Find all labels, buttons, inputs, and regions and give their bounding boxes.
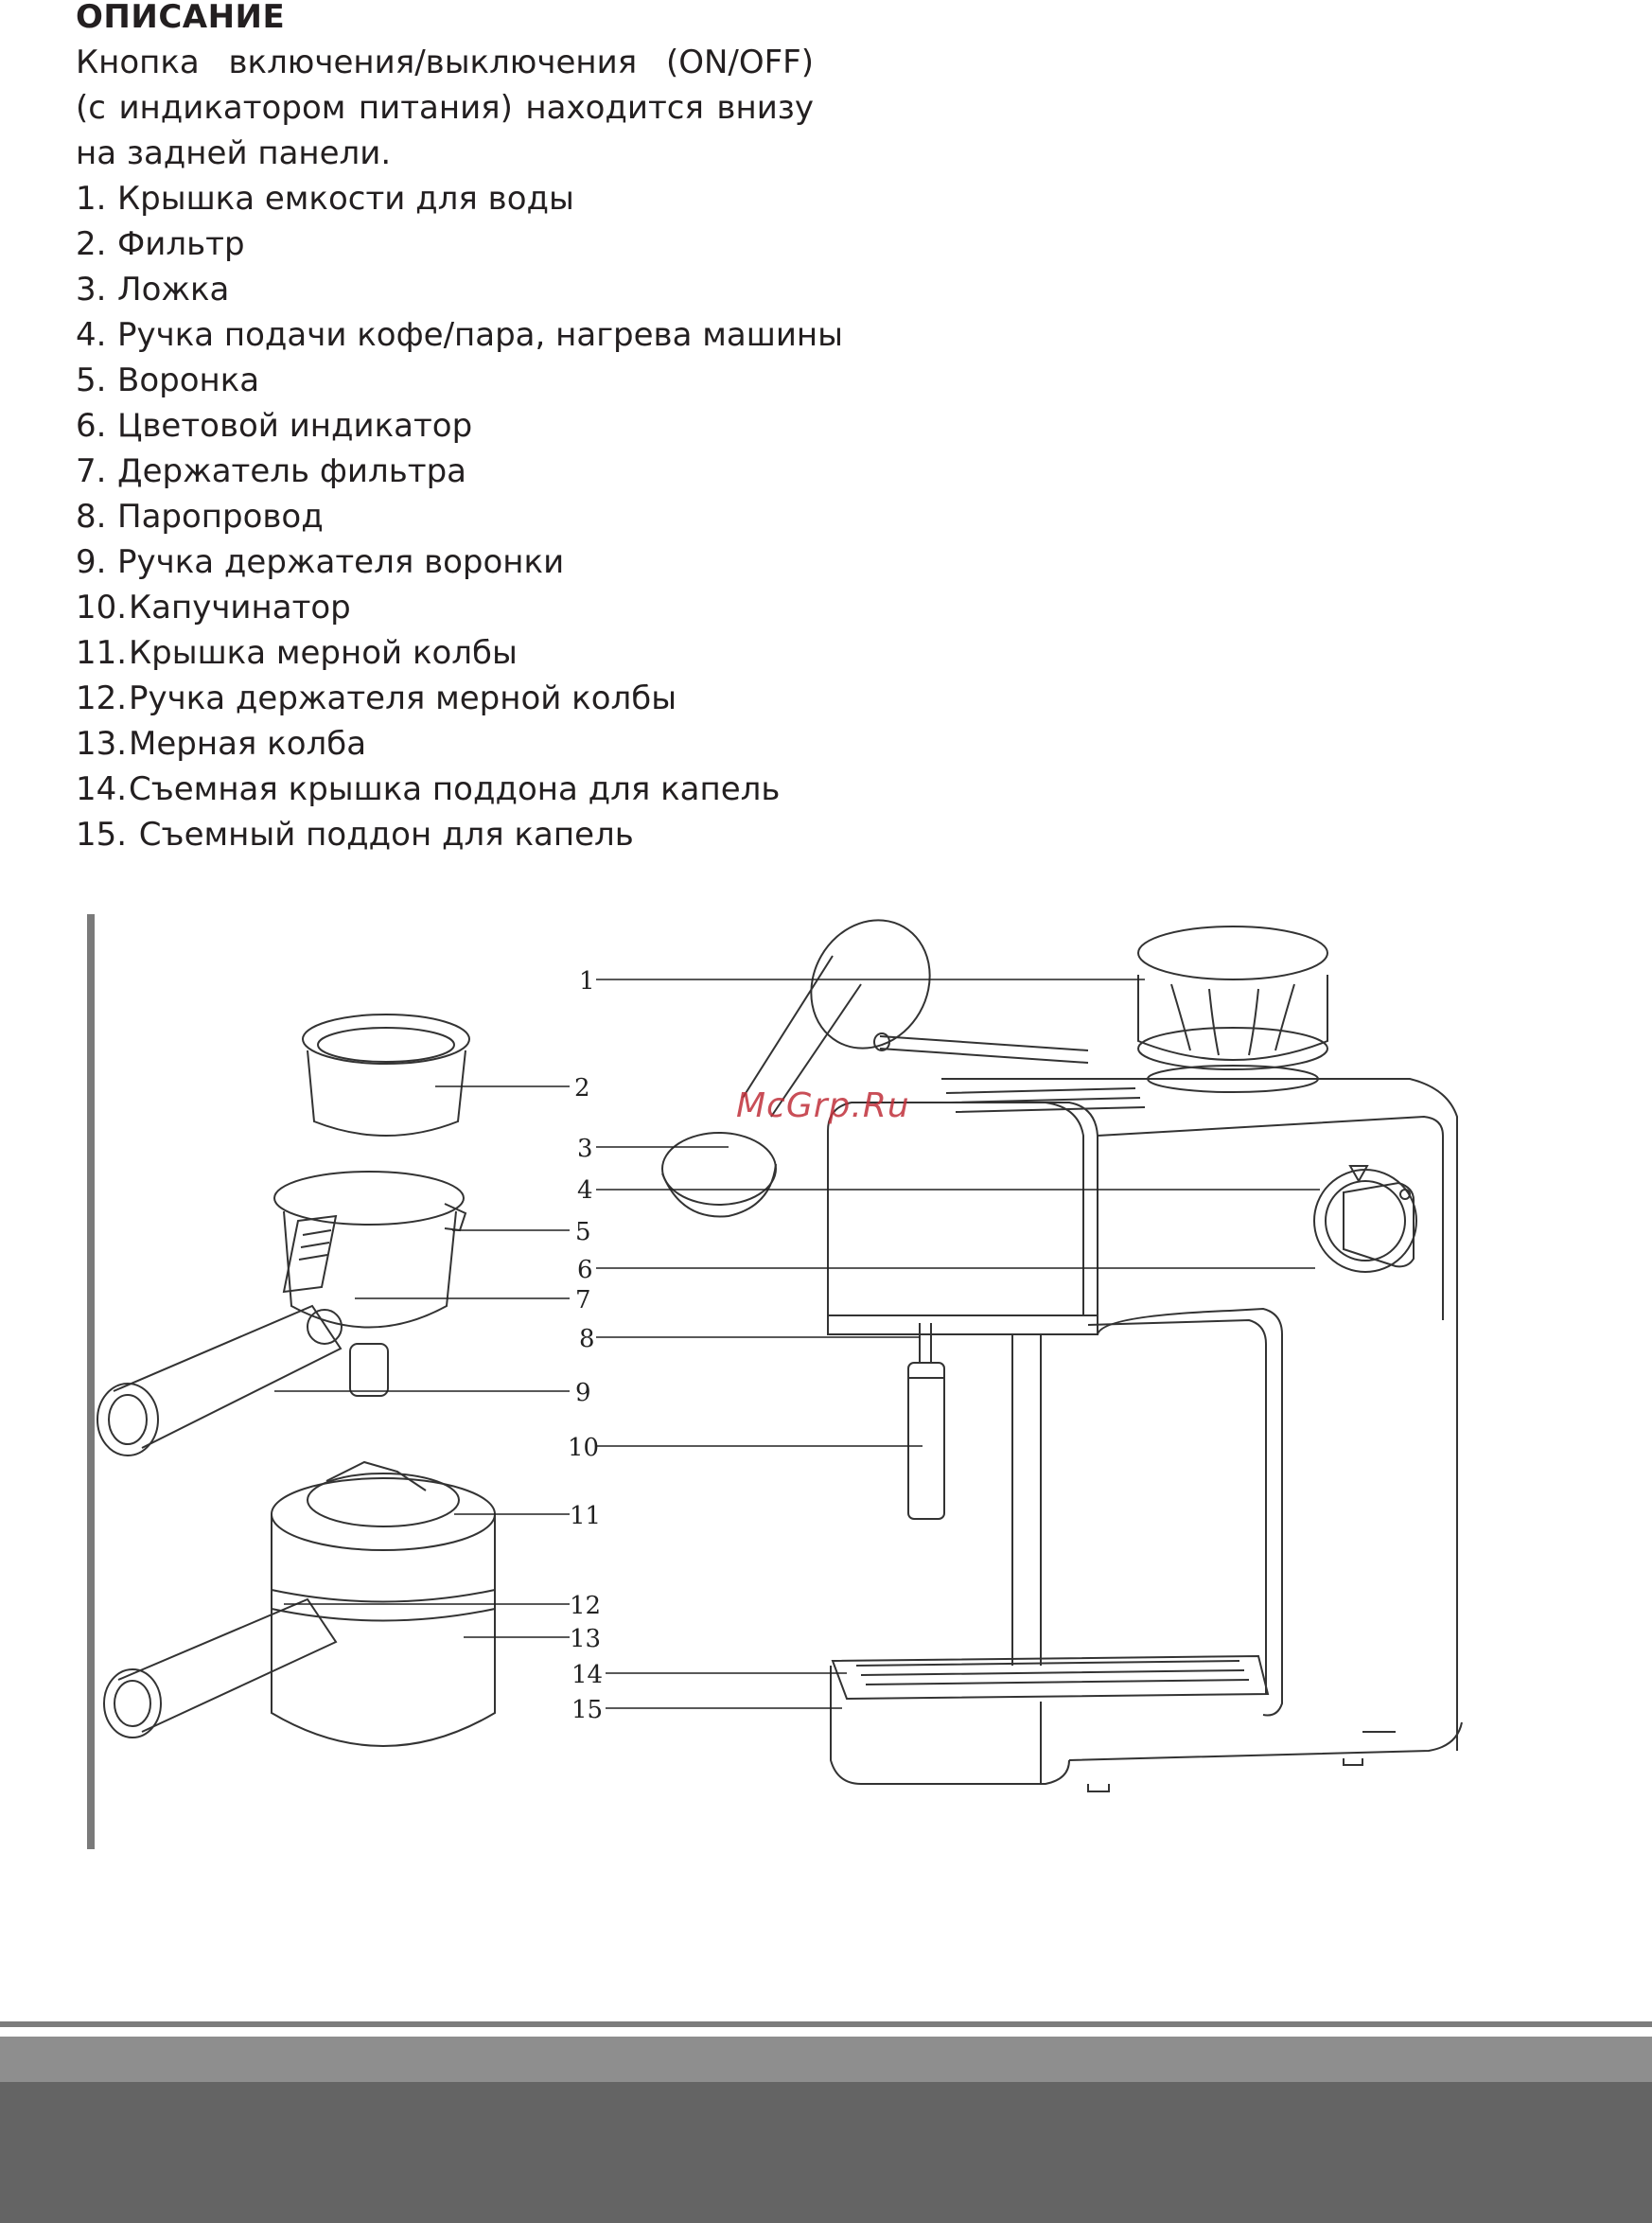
list-item: 1.Крышка емкости для воды [76,180,574,218]
list-item: 10.Капучинатор [76,589,351,626]
list-item: 5.Воронка [76,362,260,399]
callout-12: 12 [570,1592,601,1620]
list-item: 7.Держатель фильтра [76,452,466,490]
callout-14: 14 [571,1661,603,1689]
list-item: 6.Цветовой индикатор [76,407,473,445]
parts-list: 1.Крышка емкости для воды 2.Фильтр 3.Лож… [76,176,844,857]
spoon-illustration [661,919,931,1218]
intro-paragraph: Кнопка включения/выключения (ON/OFF) (с … [76,44,814,172]
footer-rule [0,2021,1652,2027]
callout-numbers: 1 2 3 4 5 6 7 8 9 10 11 12 13 14 15 [568,967,603,1724]
callout-8: 8 [579,1325,595,1353]
list-item: 15. Съемный поддон для капель [76,816,634,854]
watermark: McGrp.Ru [736,1086,910,1125]
list-item: 13.Мерная колба [76,725,367,763]
callout-3: 3 [577,1135,593,1163]
list-item: 3.Ложка [76,271,230,309]
list-item: 11.Крышка мерной колбы [76,634,518,672]
leader-lines [274,979,1320,1709]
callout-11: 11 [570,1502,601,1530]
callout-7: 7 [575,1286,591,1314]
filter-illustration [302,1014,470,1137]
callout-4: 4 [577,1176,593,1205]
list-item: 2.Фильтр [76,225,245,263]
list-item: 12.Ручка держателя мерной колбы [76,679,677,717]
list-item: 9.Ручка держателя воронки [76,543,565,581]
machine-illustration [827,926,1463,1792]
list-item: 8.Паропровод [76,498,324,536]
callout-15: 15 [571,1696,603,1724]
callout-2: 2 [574,1074,590,1103]
callout-10: 10 [568,1434,599,1462]
diagram-side-bar [87,914,95,1849]
callout-6: 6 [577,1256,593,1284]
callout-9: 9 [575,1379,591,1407]
list-item: 4.Ручка подачи кофе/пара, нагрева машины [76,316,844,354]
carafe-illustration [103,1460,496,1747]
callout-5: 5 [575,1218,591,1246]
callout-1: 1 [579,967,595,996]
description-section: ОПИСАНИЕ Кнопка включения/выключения (ON… [76,0,844,857]
section-heading: ОПИСАНИЕ [76,0,286,36]
portafilter-illustration [97,1171,467,1456]
callout-13: 13 [570,1625,601,1653]
list-item: 14.Съемная крышка поддона для капель [76,770,781,808]
footer-band-dark [0,2082,1652,2223]
footer-band-light [0,2037,1652,2082]
